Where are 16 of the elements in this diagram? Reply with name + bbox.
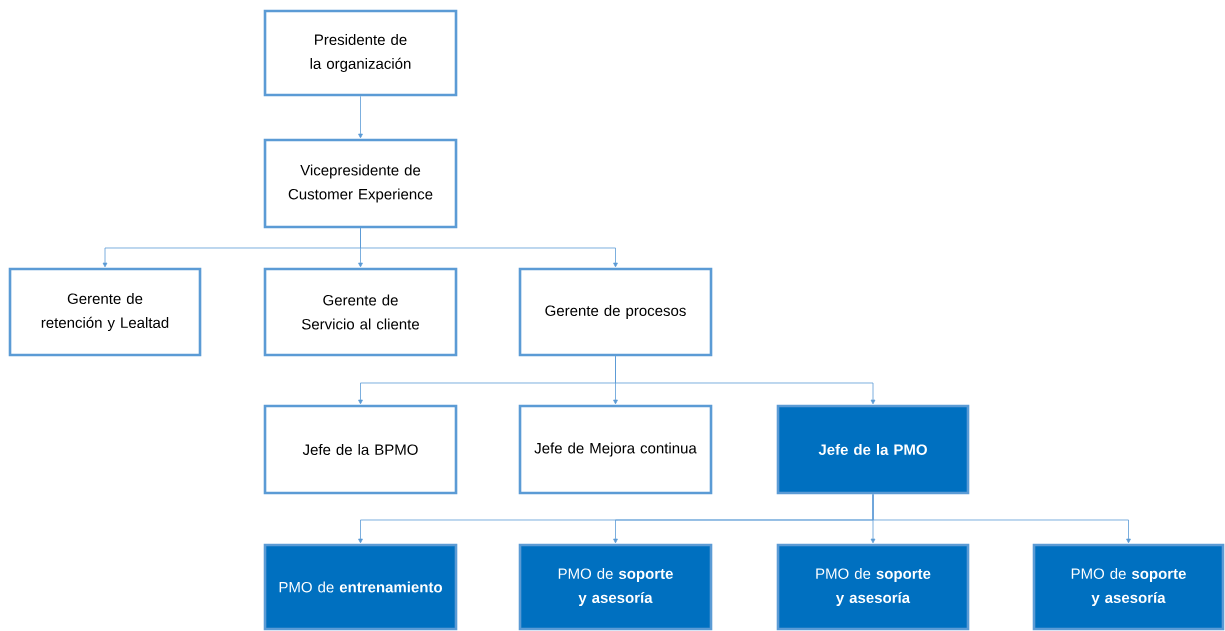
connector-arrow bbox=[615, 355, 876, 405]
org-box: PMO de entrenamiento bbox=[263, 543, 458, 631]
org-box: Vicepresidente de Customer Experience bbox=[263, 138, 458, 229]
org-box: Presidente de la organización bbox=[263, 9, 458, 97]
org-box: PMO de soporte y asesoría bbox=[518, 543, 713, 631]
connector-arrow bbox=[872, 493, 1131, 544]
org-box: Gerente de retención y Lealtad bbox=[8, 267, 202, 357]
org-box: Jefe de la BPMO bbox=[263, 404, 458, 495]
connector-arrow bbox=[360, 227, 618, 268]
org-box: Gerente de procesos bbox=[518, 267, 713, 357]
org-box: Jefe de la PMO bbox=[776, 404, 970, 495]
connector-arrow bbox=[358, 95, 363, 139]
org-box: PMO de soporte y asesoría bbox=[1032, 543, 1225, 631]
org-box: Jefe de Mejora continua bbox=[518, 404, 713, 495]
org-box: PMO de soporte y asesoría bbox=[776, 543, 970, 631]
org-box: Gerente de Servicio al cliente bbox=[263, 267, 458, 357]
